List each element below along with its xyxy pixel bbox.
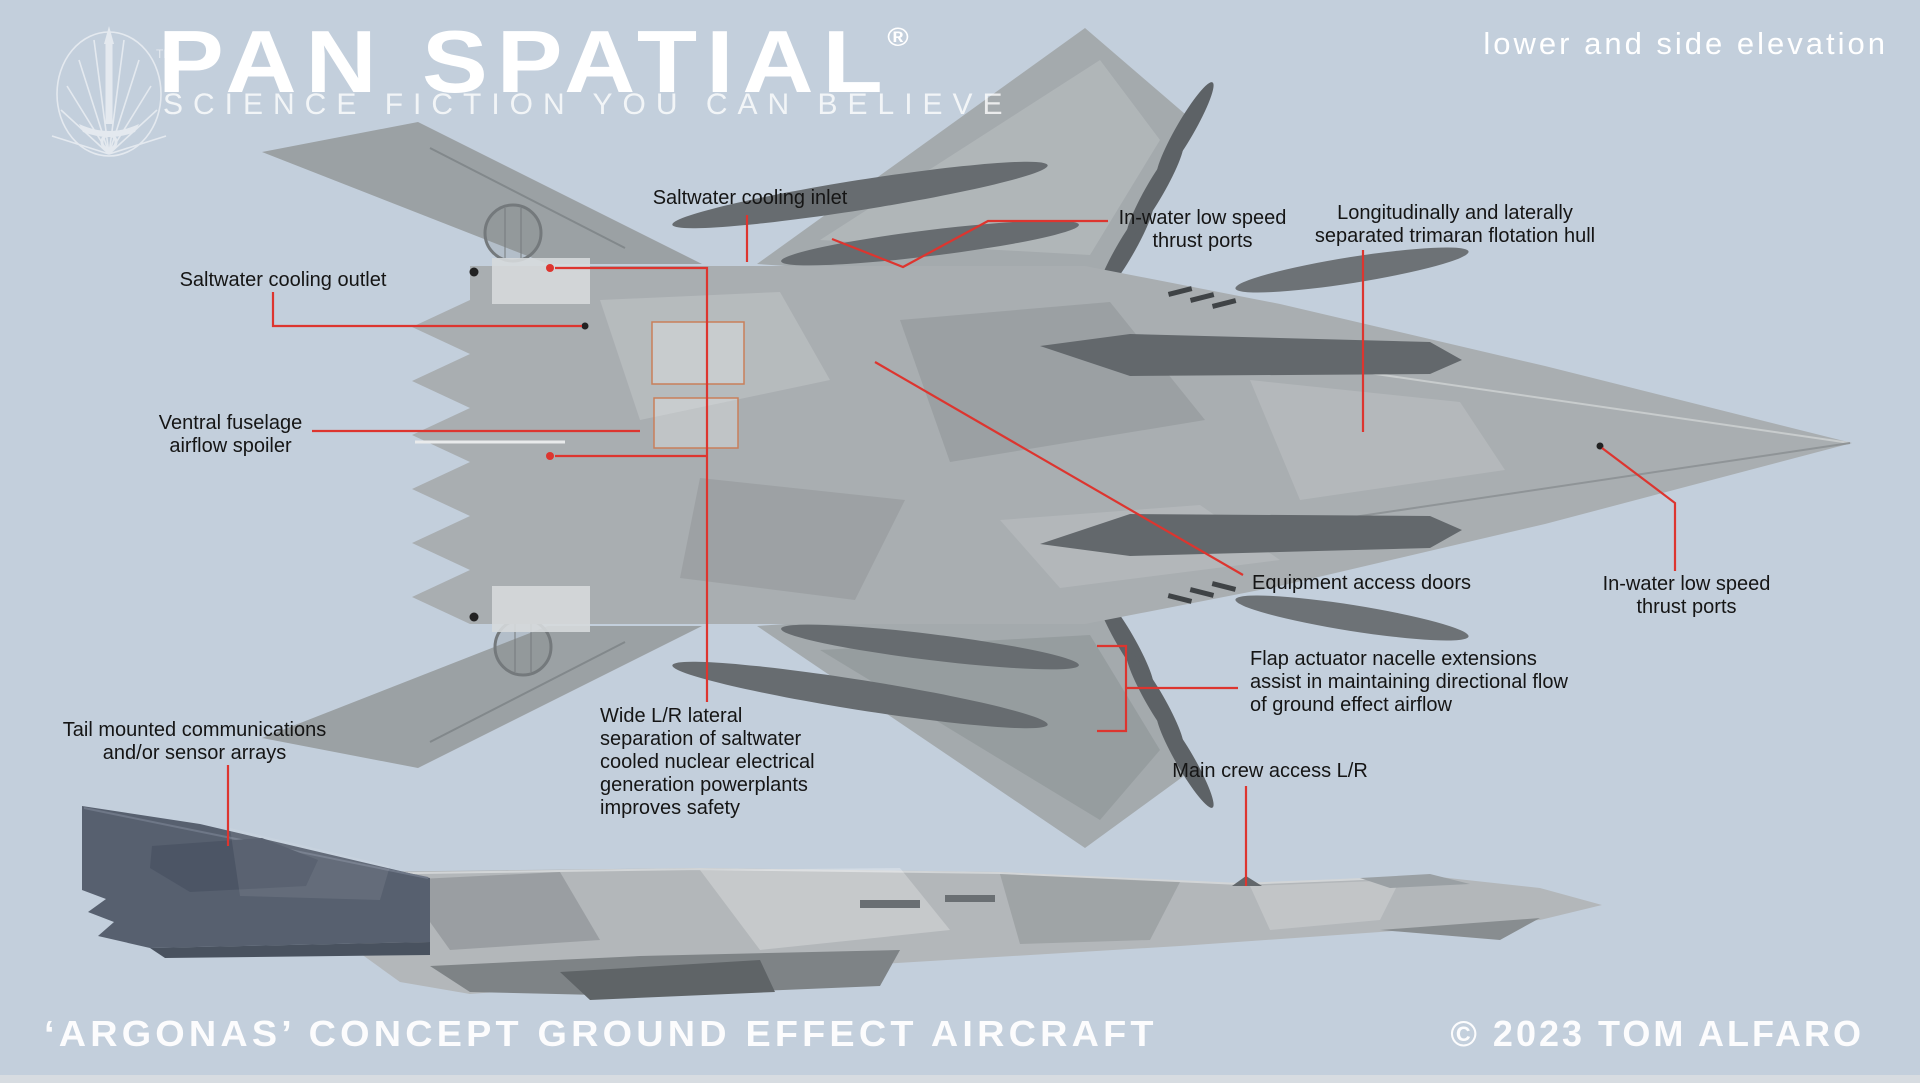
- annotation-line: airflow spoiler: [169, 435, 292, 457]
- annotation-line: thrust ports: [1152, 230, 1253, 252]
- leader-equipment-access-doors: [874, 361, 1244, 576]
- plan-view-illustration: [262, 28, 1852, 848]
- annotation-flap-actuator-nacelles: Flap actuator nacelle extensions assist …: [1250, 648, 1595, 717]
- side-view-illustration: [82, 806, 1602, 1000]
- ventral-spoiler-side: [560, 960, 775, 1000]
- pan-spatial-emblem: TM: [51, 26, 173, 157]
- annotation-line: and/or sensor arrays: [102, 742, 287, 764]
- wing-camo-patch: [820, 60, 1160, 255]
- annotation-line: In-water low speed: [1118, 207, 1287, 229]
- view-label: lower and side elevation: [1483, 26, 1888, 61]
- rear-wing-right: [262, 626, 702, 768]
- annotation-line: Longitudinally and laterally: [1337, 202, 1573, 224]
- leader-saltwater-cooling-outlet: [271, 292, 582, 328]
- trimaran-sponson-right: [1040, 514, 1462, 556]
- annotation-line: thrust ports: [1636, 596, 1737, 618]
- annotation-line: generation powerplants: [600, 774, 808, 796]
- annotation-line: assist in maintaining directional flow: [1250, 671, 1568, 693]
- outboard-pod: [1235, 247, 1469, 293]
- annotation-saltwater-cooling-outlet: Saltwater cooling outlet: [168, 269, 398, 292]
- tail-camo: [230, 828, 390, 900]
- annotation-trimaran-flotation-hull: Longitudinally and laterally separated t…: [1305, 202, 1605, 248]
- outboard-pod: [1235, 595, 1469, 641]
- canopy: [1360, 874, 1470, 888]
- annotation-line: of ground effect airflow: [1250, 694, 1452, 716]
- annotation-line: Wide L/R lateral: [600, 705, 743, 727]
- bottom-strip: [0, 1075, 1920, 1083]
- leader-in-water-thrust-ports-right: [1601, 447, 1677, 571]
- annotation-line: Ventral fuselage: [158, 412, 303, 434]
- annotation-line: Flap actuator nacelle extensions: [1250, 648, 1537, 670]
- nose-underside: [1380, 918, 1540, 940]
- annotation-line: Saltwater cooling outlet: [179, 269, 387, 291]
- brand-tagline: SCIENCE FICTION YOU CAN BELIEVE: [163, 88, 1013, 121]
- hull-camo: [400, 868, 1400, 950]
- copyright-credit: © 2023 TOM ALFARO: [1450, 1013, 1864, 1054]
- annotation-powerplant-separation: Wide L/R lateral separation of saltwater…: [600, 705, 865, 820]
- fuselage-plan: [412, 266, 1852, 624]
- annotation-ventral-airflow-spoiler: Ventral fuselage airflow spoiler: [128, 412, 333, 458]
- brand-title: PAN SPATIAL®: [158, 12, 909, 111]
- annotation-line: In-water low speed: [1602, 573, 1771, 595]
- registered-mark: ®: [887, 22, 909, 52]
- rear-wing-left: [262, 122, 702, 264]
- poster-title: ‘ARGONAS’ CONCEPT GROUND EFFECT AIRCRAFT: [44, 1013, 1158, 1054]
- annotation-saltwater-cooling-inlet: Saltwater cooling inlet: [600, 187, 900, 210]
- annotation-tail-sensor-arrays: Tail mounted communications and/or senso…: [52, 719, 337, 765]
- powerplant-marker-dot: [546, 452, 554, 460]
- annotation-equipment-access-doors: Equipment access doors: [1252, 572, 1522, 595]
- hull-top-highlight: [349, 867, 1431, 886]
- powerplant-bay: [492, 586, 590, 632]
- annotation-line: cooled nuclear electrical: [600, 751, 815, 773]
- equipment-door-outlines: [651, 321, 745, 449]
- annotation-line: Main crew access L/R: [1172, 760, 1368, 782]
- leader-in-water-thrust-ports-top: [831, 219, 1108, 269]
- trimaran-sponson-left: [1040, 334, 1462, 376]
- annotation-line: Tail mounted communications: [62, 719, 327, 741]
- annotation-main-crew-access: Main crew access L/R: [1160, 760, 1380, 783]
- vent-slats: [1167, 286, 1237, 604]
- tail-sensor-panel: [150, 838, 318, 892]
- annotation-line: Equipment access doors: [1252, 572, 1472, 594]
- port-dots: [469, 267, 1604, 622]
- sword-glyph: [79, 26, 139, 151]
- annotation-line: Saltwater cooling inlet: [652, 187, 848, 209]
- tail-underside: [150, 942, 430, 958]
- annotation-line: improves safety: [600, 797, 741, 819]
- wing-roundel: [483, 203, 553, 677]
- leader-flap-actuator-nacelles: [1097, 644, 1238, 733]
- annotation-line: separated trimaran flotation hull: [1314, 225, 1596, 247]
- powerplant-bay: [492, 258, 590, 304]
- intake-slot: [945, 895, 995, 902]
- wing-camo-patch: [820, 635, 1160, 820]
- powerplant-marker-dot: [546, 264, 554, 272]
- elevon-line: [429, 147, 626, 249]
- forward-wing-right: [757, 603, 1192, 848]
- annotation-line: separation of saltwater: [600, 728, 802, 750]
- forward-wing-left: [757, 28, 1192, 287]
- elevon-line: [429, 641, 626, 743]
- intake-slot: [860, 900, 920, 908]
- wing-nacelle-pods: [672, 161, 1079, 729]
- annotation-in-water-thrust-ports-top: In-water low speed thrust ports: [1105, 207, 1300, 253]
- logo-trademark: TM: [156, 47, 173, 61]
- nose-chine: [1279, 442, 1851, 529]
- leader-powerplant-separation: [555, 266, 709, 702]
- annotation-in-water-thrust-ports-right: In-water low speed thrust ports: [1594, 573, 1779, 619]
